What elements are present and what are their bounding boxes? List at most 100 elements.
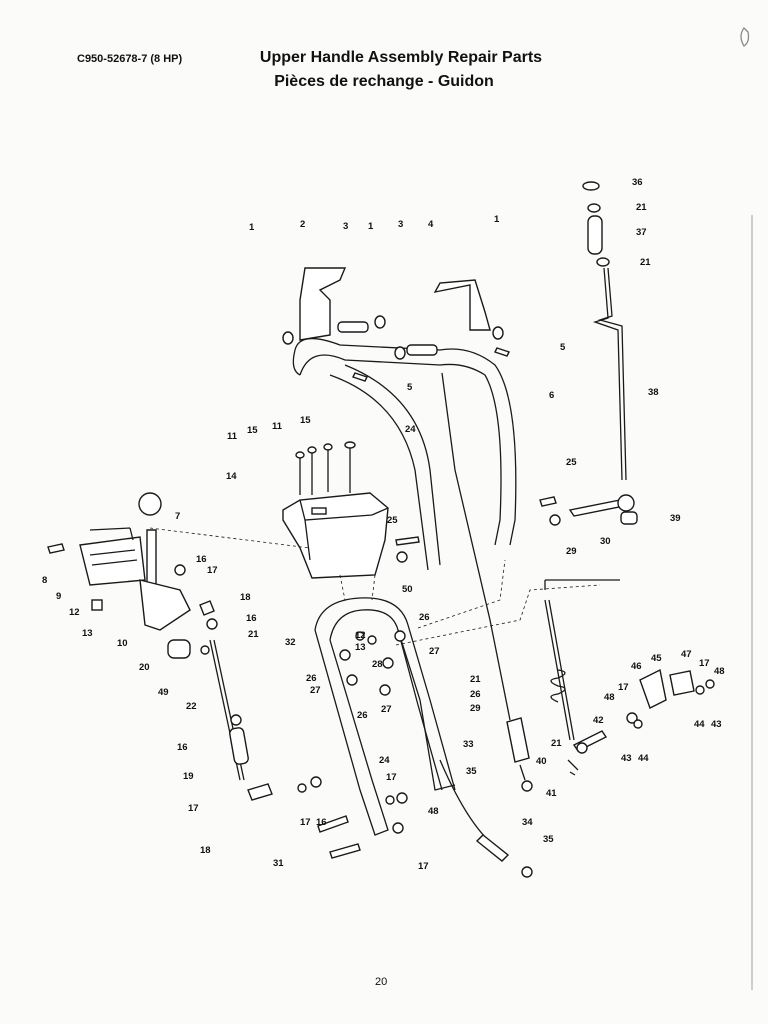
part-callout-43: 43	[621, 753, 632, 764]
part-callout-35: 35	[466, 766, 477, 777]
lower-linkage	[544, 579, 715, 776]
part-callout-48: 48	[604, 692, 615, 703]
part-callout-1: 1	[368, 221, 374, 232]
part-callout-36: 36	[632, 177, 643, 188]
part-callout-41: 41	[546, 788, 557, 799]
part-callout-16: 16	[196, 554, 207, 565]
part-callout-46: 46	[631, 661, 642, 672]
assembly-guide-lines	[149, 527, 601, 646]
part-callout-11: 11	[272, 421, 283, 432]
shift-lever-bracket	[47, 492, 210, 659]
part-callout-30: 30	[600, 536, 611, 547]
part-callout-9: 9	[56, 591, 61, 602]
part-callout-48: 48	[714, 666, 725, 677]
right-handgrip	[433, 279, 491, 331]
part-callout-7: 7	[175, 511, 180, 522]
part-callout-8: 8	[42, 575, 47, 586]
part-callout-25: 25	[566, 457, 577, 468]
part-callout-49: 49	[158, 687, 169, 698]
part-callout-26: 26	[470, 689, 481, 700]
part-callout-5: 5	[407, 382, 413, 393]
part-callout-10: 10	[117, 638, 128, 649]
part-callout-12: 12	[355, 630, 366, 641]
part-callout-39: 39	[670, 513, 681, 524]
part-callout-2: 2	[300, 219, 305, 230]
part-callout-27: 27	[381, 704, 392, 715]
part-callout-35: 35	[543, 834, 554, 845]
page-title-french: Pièces de rechange - Guidon	[274, 73, 494, 90]
page-title-english: Upper Handle Assembly Repair Parts	[259, 49, 543, 66]
part-callout-38: 38	[648, 387, 659, 398]
part-callout-13: 13	[82, 628, 93, 639]
page-number: 20	[375, 976, 388, 988]
part-callout-18: 18	[240, 592, 251, 603]
part-callout-5: 5	[560, 342, 566, 353]
part-callout-21: 21	[551, 738, 562, 749]
part-callout-17: 17	[418, 861, 429, 872]
part-callout-26: 26	[357, 710, 368, 721]
part-callout-26: 26	[419, 612, 430, 623]
part-callout-42: 42	[593, 715, 604, 726]
part-callout-33: 33	[463, 739, 474, 750]
part-callout-17: 17	[188, 803, 199, 814]
page-corner-mark	[740, 27, 750, 47]
part-callout-14: 14	[226, 471, 237, 482]
part-callout-37: 37	[636, 227, 647, 238]
part-callout-25: 25	[387, 515, 398, 526]
part-callout-22: 22	[186, 701, 197, 712]
part-callout-16: 16	[316, 817, 327, 828]
part-callout-17: 17	[386, 772, 397, 783]
part-callout-21: 21	[640, 257, 651, 268]
model-number: C950-52678-7 (8 HP)	[77, 53, 183, 65]
part-callout-21: 21	[248, 629, 259, 640]
part-callout-27: 27	[429, 646, 440, 657]
part-callout-6: 6	[549, 390, 554, 401]
part-callout-28: 28	[372, 659, 383, 670]
control-cables	[439, 372, 533, 878]
part-callout-11: 11	[227, 431, 238, 442]
part-callout-29: 29	[470, 703, 481, 714]
left-handgrip	[299, 267, 347, 341]
part-callout-20: 20	[139, 662, 150, 673]
part-callout-44: 44	[638, 753, 649, 764]
part-callout-24: 24	[379, 755, 390, 766]
part-callout-43: 43	[711, 719, 722, 730]
part-callout-45: 45	[651, 653, 662, 664]
shift-link-rod	[199, 600, 322, 801]
part-callout-15: 15	[300, 415, 311, 426]
part-callout-18: 18	[200, 845, 211, 856]
part-callout-26: 26	[306, 673, 317, 684]
shift-rod-assembly	[539, 181, 638, 526]
part-callout-17: 17	[699, 658, 710, 669]
part-callout-16: 16	[246, 613, 257, 624]
part-callout-1: 1	[494, 214, 500, 225]
part-callout-32: 32	[285, 637, 296, 648]
part-callout-21: 21	[636, 202, 647, 213]
part-callout-29: 29	[566, 546, 577, 557]
part-callout-24: 24	[405, 424, 416, 435]
upper-handle-assembly	[282, 267, 517, 571]
part-callout-16: 16	[177, 742, 188, 753]
part-callout-47: 47	[681, 649, 692, 660]
part-callout-34: 34	[522, 817, 533, 828]
part-callout-17: 17	[207, 565, 218, 576]
part-callout-44: 44	[694, 719, 705, 730]
part-callout-48: 48	[428, 806, 439, 817]
part-callout-21: 21	[470, 674, 481, 685]
part-callout-50: 50	[402, 584, 413, 595]
part-callout-3: 3	[343, 221, 348, 232]
lower-handle	[314, 597, 456, 859]
part-callout-3: 3	[398, 219, 403, 230]
part-callout-17: 17	[618, 682, 629, 693]
part-callout-1: 1	[249, 222, 255, 233]
part-callout-40: 40	[536, 756, 547, 767]
part-callout-15: 15	[247, 425, 258, 436]
part-callout-17: 17	[300, 817, 311, 828]
part-callout-12: 12	[69, 607, 80, 618]
part-callout-4: 4	[428, 219, 434, 230]
part-callout-19: 19	[183, 771, 194, 782]
part-callout-27: 27	[310, 685, 321, 696]
control-panel	[282, 441, 420, 579]
